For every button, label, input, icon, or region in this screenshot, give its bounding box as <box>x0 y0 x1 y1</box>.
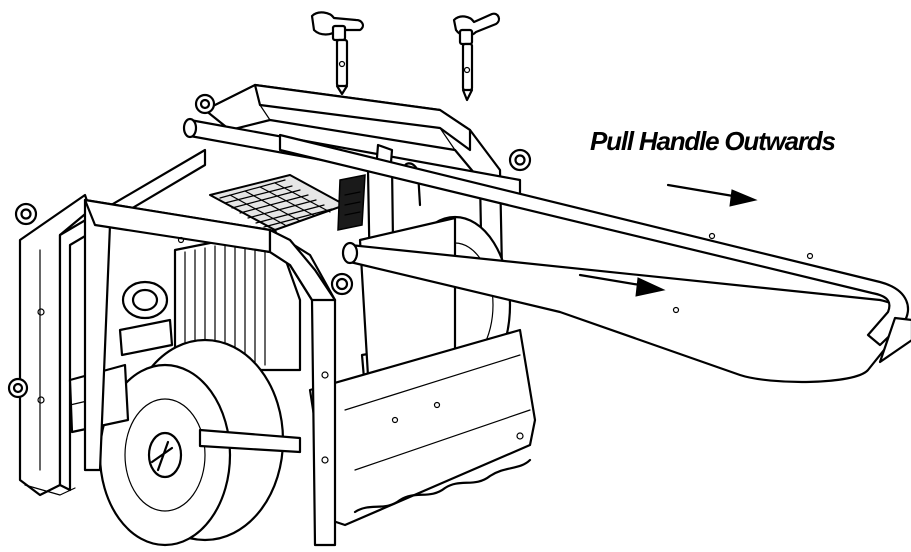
base-skid <box>308 328 537 527</box>
engine-radiator <box>118 174 346 372</box>
front-frame <box>83 198 354 547</box>
instruction-label: Pull Handle Outwards <box>590 126 836 156</box>
arrow-right-icon <box>578 273 666 297</box>
pull-handle[interactable] <box>278 133 911 384</box>
t-handle-pin-left-icon <box>310 11 365 96</box>
left-side-frame <box>7 148 207 497</box>
arrow-right-icon <box>666 183 758 207</box>
t-handle-pin-right-icon <box>452 12 501 102</box>
